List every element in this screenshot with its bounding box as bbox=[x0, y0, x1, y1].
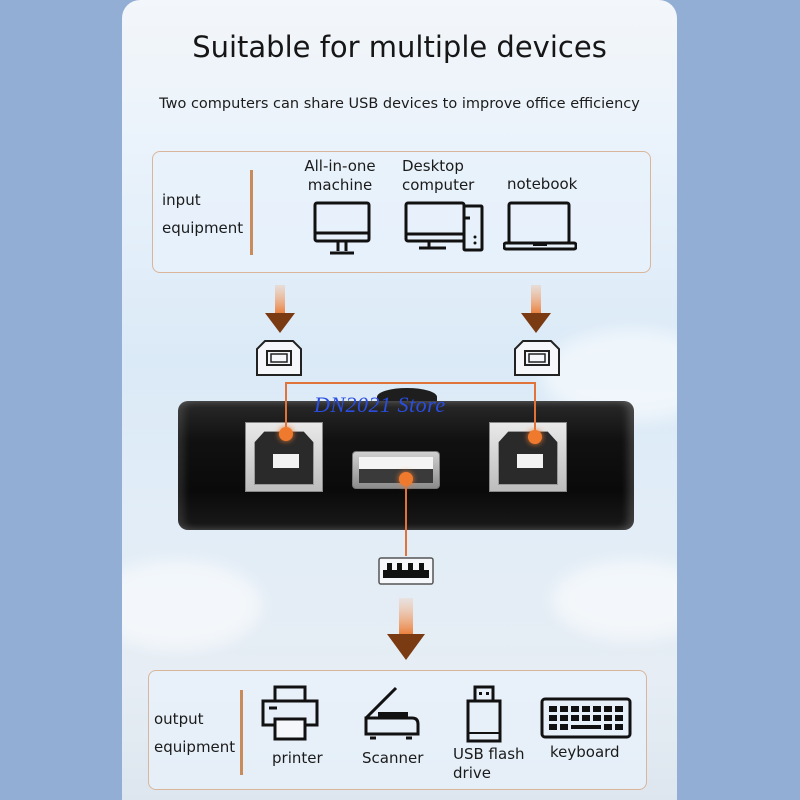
device-label: Scanner bbox=[362, 749, 424, 767]
device-label: USB flash bbox=[453, 745, 525, 763]
connection-dot bbox=[279, 427, 293, 441]
usb-a-connector-icon bbox=[378, 557, 434, 585]
device-label: keyboard bbox=[550, 743, 620, 761]
device-label: computer bbox=[402, 176, 475, 194]
desktop-computer-icon bbox=[404, 201, 484, 252]
device-label: machine bbox=[307, 176, 373, 194]
device-scanner: Scanner bbox=[355, 749, 435, 768]
page-subtitle: Two computers can share USB devices to i… bbox=[159, 96, 640, 112]
device-notebook: notebook bbox=[500, 175, 590, 194]
input-label-line1: input bbox=[162, 191, 201, 209]
scanner-icon bbox=[364, 686, 420, 740]
device-label: notebook bbox=[507, 175, 578, 193]
device-label: All-in-one bbox=[304, 157, 376, 175]
device-all-in-one: All-in-one machine bbox=[295, 157, 385, 195]
connection-line bbox=[285, 382, 536, 384]
usb-b-port-left bbox=[245, 422, 323, 492]
cloud-decoration bbox=[552, 560, 677, 640]
connection-line bbox=[285, 382, 287, 434]
connection-line bbox=[405, 480, 407, 556]
device-keyboard: keyboard bbox=[543, 743, 633, 762]
output-divider bbox=[240, 690, 243, 775]
device-printer: printer bbox=[262, 749, 332, 768]
keyboard-icon bbox=[540, 697, 632, 739]
connection-dot bbox=[528, 430, 542, 444]
cloud-decoration bbox=[122, 560, 262, 650]
usb-flash-drive-icon bbox=[466, 685, 502, 743]
usb-b-connector-icon bbox=[514, 340, 560, 376]
device-label: Desktop bbox=[402, 157, 464, 175]
store-watermark: DN2021 Store bbox=[314, 392, 446, 417]
laptop-icon bbox=[503, 201, 577, 251]
input-divider bbox=[250, 170, 253, 255]
connection-line bbox=[534, 382, 536, 436]
device-desktop: Desktop computer bbox=[396, 157, 486, 195]
connection-dot bbox=[399, 472, 413, 486]
output-label-line2: equipment bbox=[154, 738, 236, 756]
arrow-down-icon bbox=[521, 285, 551, 333]
usb-b-connector-icon bbox=[256, 340, 302, 376]
usb-a-port bbox=[352, 451, 440, 489]
printer-icon bbox=[261, 685, 319, 741]
input-label-line2: equipment bbox=[162, 219, 244, 237]
device-label: drive bbox=[453, 764, 491, 782]
device-usb-flash-drive: USB flash drive bbox=[450, 745, 540, 783]
output-label: output equipment bbox=[154, 705, 235, 761]
arrow-down-icon bbox=[265, 285, 295, 333]
output-label-line1: output bbox=[154, 710, 204, 728]
input-label: input equipment bbox=[162, 186, 243, 242]
device-label: printer bbox=[272, 749, 323, 767]
arrow-down-icon bbox=[387, 598, 425, 660]
content-panel: Suitable for multiple devices Two comput… bbox=[122, 0, 677, 800]
all-in-one-monitor-icon bbox=[313, 201, 371, 255]
page-title: Suitable for multiple devices bbox=[192, 30, 607, 64]
